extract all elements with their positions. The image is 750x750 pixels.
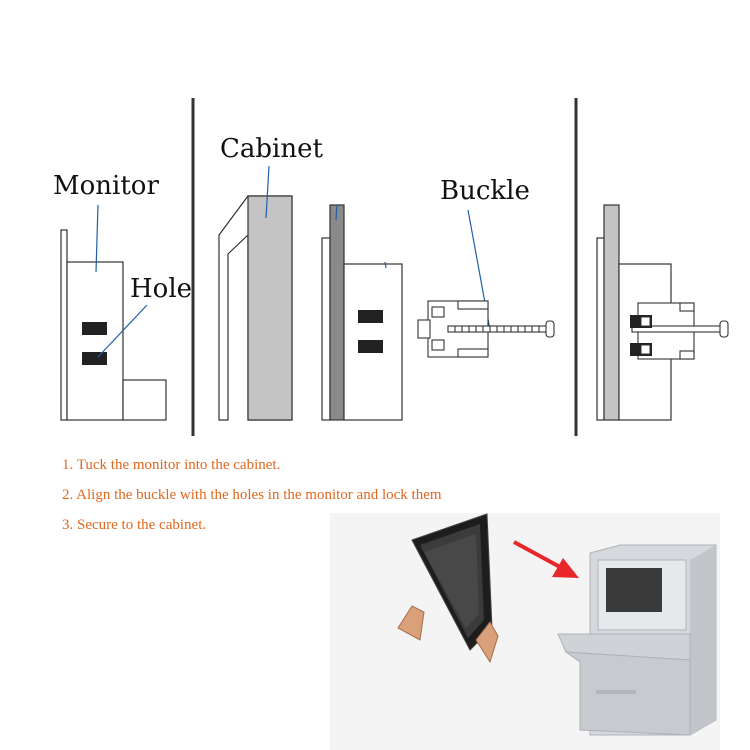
hole-lower: [82, 352, 107, 365]
hole-upper: [82, 322, 107, 335]
cabinet-label: Cabinet: [220, 134, 323, 164]
instruction-steps: 1. Tuck the monitor into the cabinet. 2.…: [62, 454, 442, 544]
monitor-label: Monitor: [53, 171, 159, 201]
step-3: 3. Secure to the cabinet.: [62, 517, 207, 533]
monitor-leader: [95, 204, 99, 273]
hole-label: Hole: [130, 274, 192, 304]
assembled-figure: [596, 204, 729, 421]
step-2: 2. Align the buckle with the holes in th…: [62, 487, 442, 503]
step-1: 1. Tuck the monitor into the cabinet.: [62, 457, 281, 473]
monitor-photo-icon: [397, 513, 499, 664]
monitor-in-cabinet-figure: [321, 204, 403, 421]
cabinet-leader: [265, 165, 270, 219]
monitor-figure: [60, 229, 167, 421]
hole-upper: [358, 310, 383, 323]
buckle-label: Buckle: [440, 176, 530, 206]
red-arrow-icon: [513, 540, 579, 578]
cabinet-figure: [218, 195, 293, 421]
hole-leader: [97, 304, 148, 358]
buckle-figure: [417, 300, 555, 358]
kiosk-cabinet-icon: [557, 544, 717, 736]
hole-lower: [358, 340, 383, 353]
